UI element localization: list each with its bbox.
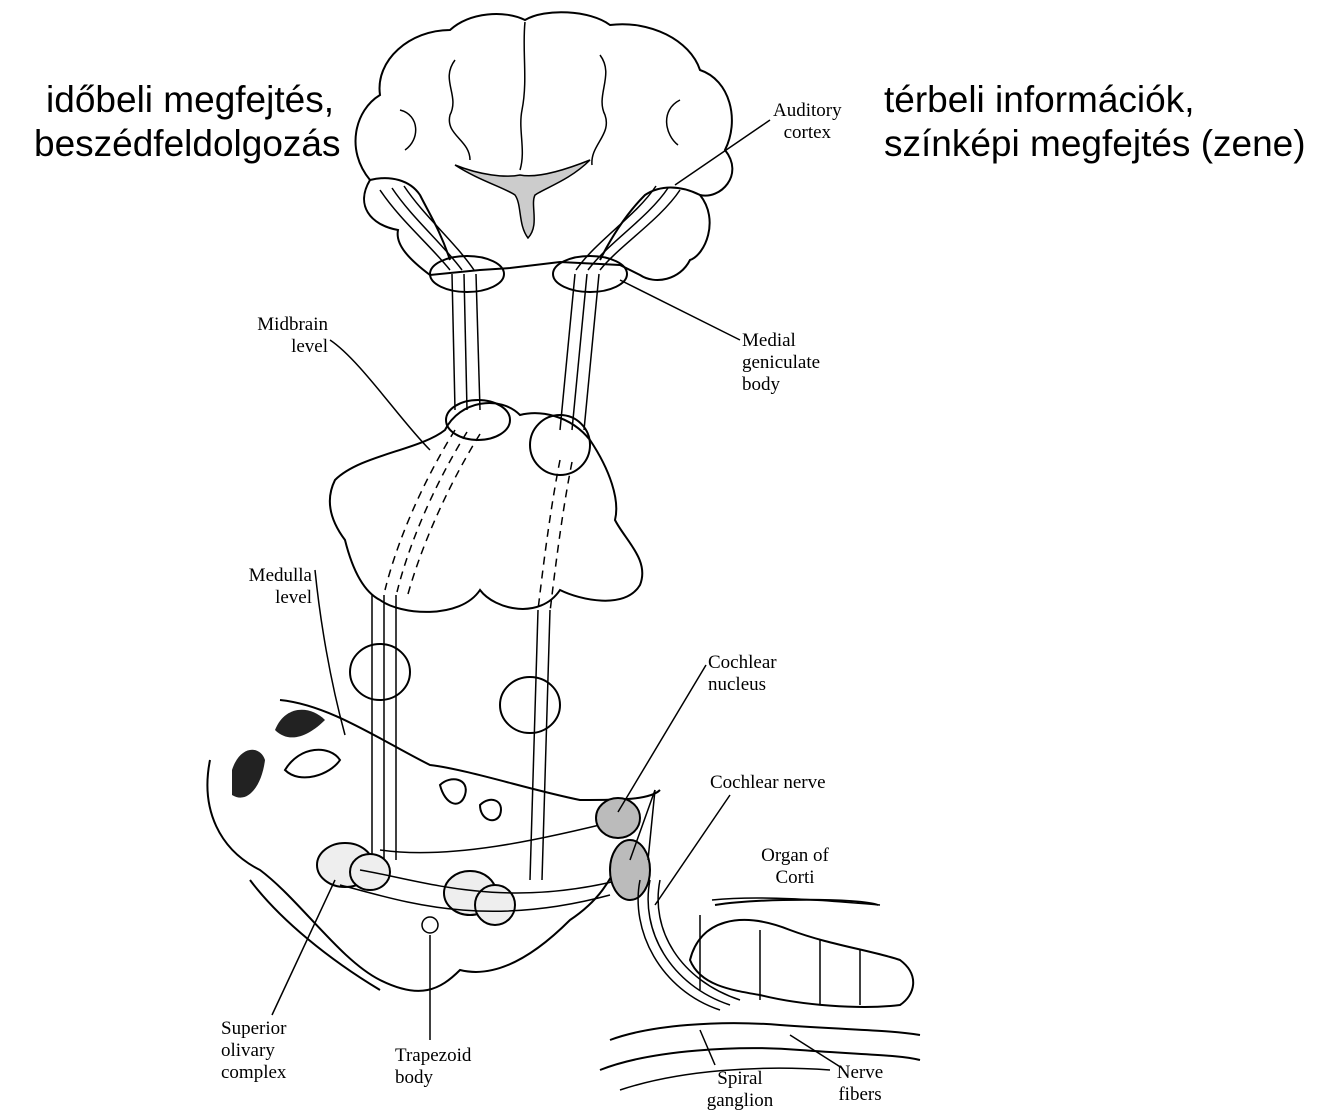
label-auditory-cortex: Auditory cortex (773, 100, 842, 144)
brain-fissure (520, 22, 525, 170)
pyramid-dark-2 (232, 750, 265, 798)
leader-cochlear-nucleus (618, 665, 706, 812)
medulla-nucleus-left (350, 644, 410, 700)
label-nerve-fibers: Nerve fibers (830, 1062, 890, 1106)
trapezoid-body-marker (422, 917, 438, 933)
cochlear-nucleus-ventral (610, 840, 650, 900)
cochlear-nucleus-dorsal (596, 798, 640, 838)
medulla-nucleus-right (500, 677, 560, 733)
leader-medial-geniculate (620, 280, 740, 340)
label-organ-of-corti: Organ of Corti (755, 845, 835, 889)
label-cochlear-nerve: Cochlear nerve (710, 772, 826, 794)
label-midbrain-level: Midbrain level (228, 314, 328, 358)
medulla-section (280, 700, 660, 800)
label-trapezoid-body: Trapezoid body (395, 1045, 471, 1089)
pyramid-dark-1 (275, 710, 325, 738)
label-spiral-ganglion: Spiral ganglion (705, 1068, 775, 1112)
leader-spiral-ganglion (700, 1030, 715, 1065)
label-medulla-level: Medulla level (212, 565, 312, 609)
leader-superior-olive (272, 880, 335, 1015)
leader-auditory-cortex (675, 120, 770, 185)
right-medial-geniculate (553, 256, 627, 292)
midbrain-section (330, 403, 643, 612)
leader-cochlear-nerve (655, 795, 730, 905)
ventricle (455, 160, 590, 238)
leader-midbrain (330, 340, 430, 450)
left-inferior-colliculus (446, 400, 510, 440)
label-superior-olivary-complex: Superior olivary complex (221, 1018, 286, 1084)
brain-outline (356, 12, 733, 280)
label-medial-geniculate-body: Medial geniculate body (742, 330, 820, 396)
label-cochlear-nucleus: Cochlear nucleus (708, 652, 777, 696)
